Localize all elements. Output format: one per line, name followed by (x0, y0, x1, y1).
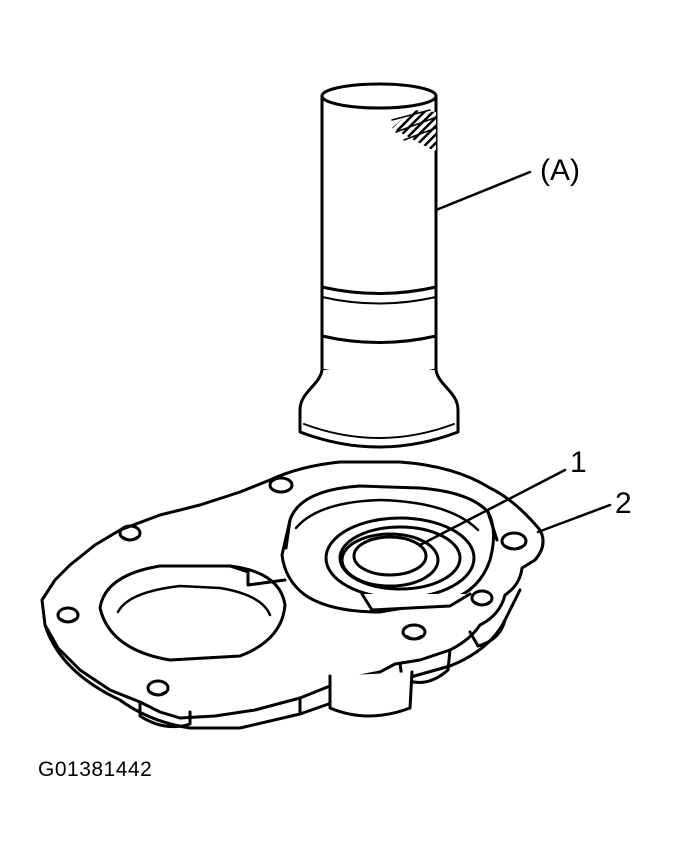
callout-a: (A) (540, 154, 580, 187)
leader-line-2 (536, 503, 612, 534)
oil-seal (324, 516, 476, 612)
tool-hatch-highlight (392, 110, 436, 152)
callout-2: 2 (615, 487, 632, 520)
installer-tool (298, 82, 460, 449)
figure-id: G01381442 (38, 758, 153, 781)
callout-1: 1 (570, 446, 587, 479)
lower-boss (328, 670, 414, 718)
leader-line-a (434, 170, 532, 212)
leader-line-1 (418, 468, 567, 547)
